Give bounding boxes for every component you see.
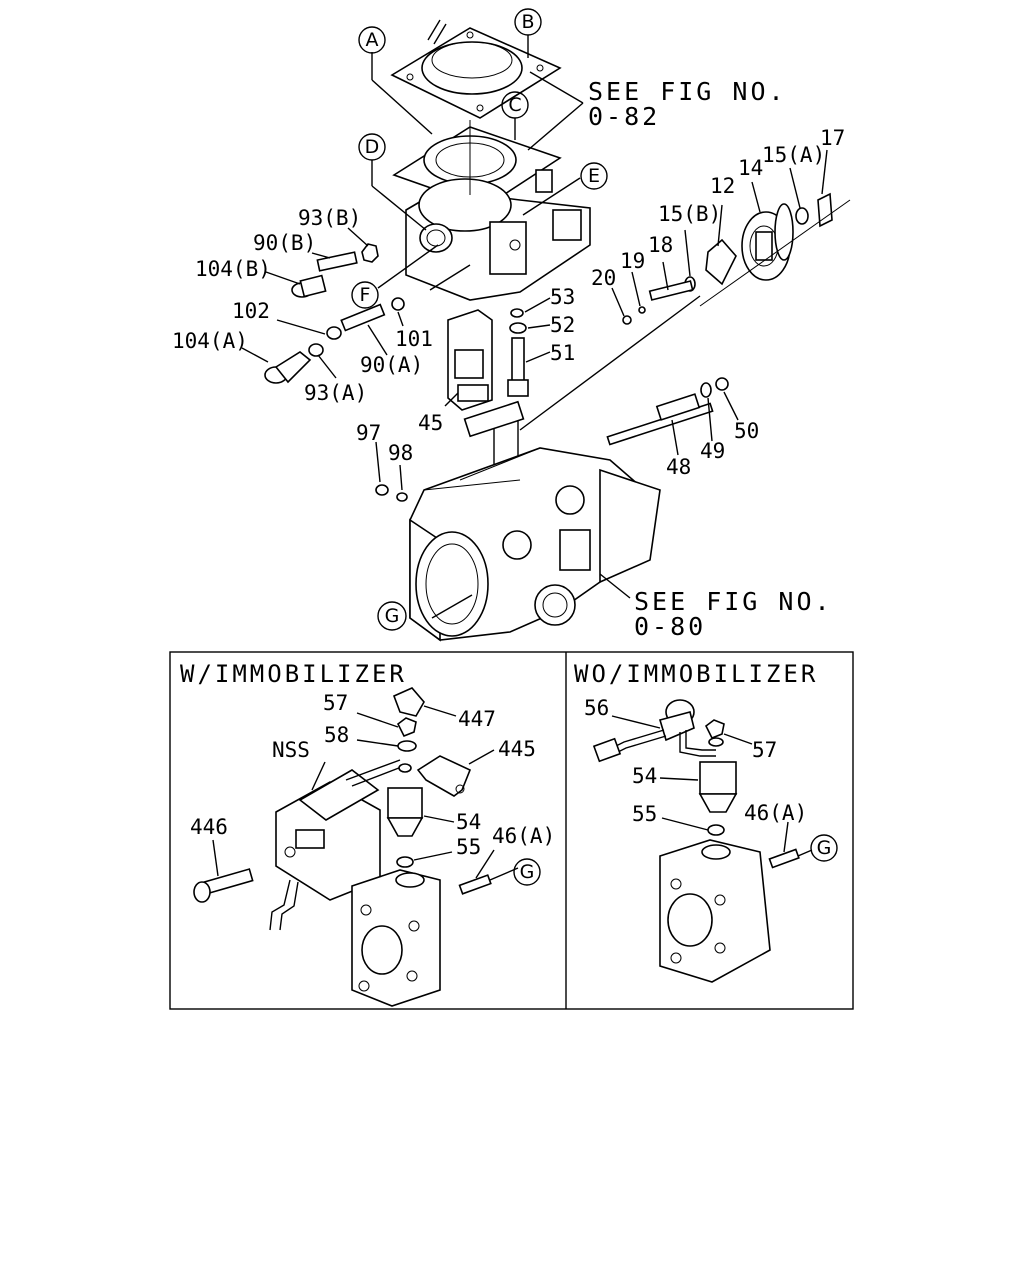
part-label-97: 97 xyxy=(356,421,381,445)
panel-title-without-immobilizer: WO/IMMOBILIZER xyxy=(574,660,818,688)
leader-lines xyxy=(241,35,828,619)
part-label-18: 18 xyxy=(648,233,673,257)
circled-letter-c: C xyxy=(501,91,529,119)
part-label-102: 102 xyxy=(232,299,270,323)
shaft xyxy=(606,377,729,446)
svg-text:F: F xyxy=(360,284,371,306)
wimmo-label-57: 57 xyxy=(323,691,348,715)
part-label-104a: 104(A) xyxy=(172,329,248,353)
woimmo-label-55: 55 xyxy=(632,802,657,826)
woimmo-label-56: 56 xyxy=(584,696,609,720)
part-label-104b: 104(B) xyxy=(195,257,271,281)
woimmo-label-46a: 46(A) xyxy=(744,801,807,825)
see-fig-ref-1-number: 0-82 xyxy=(588,102,660,131)
wimmo-label-445: 445 xyxy=(498,737,536,761)
circled-letter-f: F xyxy=(351,281,379,309)
part-label-15a: 15(A) xyxy=(762,143,825,167)
part-label-20: 20 xyxy=(591,266,616,290)
part-label-48: 48 xyxy=(666,455,691,479)
part-label-90a: 90(A) xyxy=(360,353,423,377)
part-label-15b: 15(B) xyxy=(658,202,721,226)
variant-panels-frame xyxy=(169,651,854,1010)
part-label-12: 12 xyxy=(710,174,735,198)
wimmo-label-46a: 46(A) xyxy=(492,824,555,848)
wimmo-label-447: 447 xyxy=(458,707,496,731)
circled-letter-d: D xyxy=(358,133,386,161)
circled-letter-a: A xyxy=(358,26,386,54)
wimmo-label-55: 55 xyxy=(456,835,481,859)
see-fig-ref-2-number: 0-80 xyxy=(634,612,706,641)
circled-letter-b: B xyxy=(514,8,542,36)
see-fig-ref-1: SEE FIG NO. xyxy=(588,77,787,106)
see-fig-ref-2: SEE FIG NO. xyxy=(634,587,833,616)
part-label-51: 51 xyxy=(550,341,575,365)
svg-text:G: G xyxy=(817,837,832,859)
part-label-49: 49 xyxy=(700,439,725,463)
centre-components xyxy=(447,308,529,485)
svg-text:C: C xyxy=(508,94,521,116)
svg-text:E: E xyxy=(588,165,600,187)
panel-title-with-immobilizer: W/IMMOBILIZER xyxy=(180,660,407,688)
wimmo-label-nss: NSS xyxy=(272,738,310,762)
wimmo-label-58: 58 xyxy=(324,723,349,747)
governor-weights xyxy=(622,192,851,325)
woimmo-label-54: 54 xyxy=(632,764,657,788)
wimmo-label-446: 446 xyxy=(190,815,228,839)
pump-housing xyxy=(375,447,661,642)
part-label-93b: 93(B) xyxy=(298,206,361,230)
panel-without-immobilizer: WO/IMMOBILIZER 56 5 xyxy=(574,660,838,983)
part-label-90b: 90(B) xyxy=(253,231,316,255)
part-label-19: 19 xyxy=(620,249,645,273)
part-label-45: 45 xyxy=(418,411,443,435)
panel-with-immobilizer: W/IMMOBILIZER xyxy=(180,660,555,1007)
wimmo-circled-letter-g: G xyxy=(513,858,541,886)
part-label-50: 50 xyxy=(734,419,759,443)
svg-text:G: G xyxy=(385,605,400,627)
part-label-98: 98 xyxy=(388,441,413,465)
svg-text:A: A xyxy=(366,29,379,51)
svg-text:B: B xyxy=(521,11,534,33)
part-label-101: 101 xyxy=(395,327,433,351)
adjuster-screws xyxy=(264,243,471,384)
wimmo-label-54: 54 xyxy=(456,810,481,834)
part-label-93a: 93(A) xyxy=(304,381,367,405)
woimmo-label-57: 57 xyxy=(752,738,777,762)
circled-letter-e: E xyxy=(580,162,608,190)
svg-text:D: D xyxy=(365,136,380,158)
circled-letter-g: G xyxy=(377,601,407,631)
part-label-52: 52 xyxy=(550,313,575,337)
part-label-17: 17 xyxy=(820,126,845,150)
part-label-14: 14 xyxy=(738,156,763,180)
svg-text:G: G xyxy=(520,861,535,883)
part-label-53: 53 xyxy=(550,285,575,309)
governor-cover-assembly xyxy=(390,19,591,301)
woimmo-circled-letter-g: G xyxy=(810,834,838,862)
